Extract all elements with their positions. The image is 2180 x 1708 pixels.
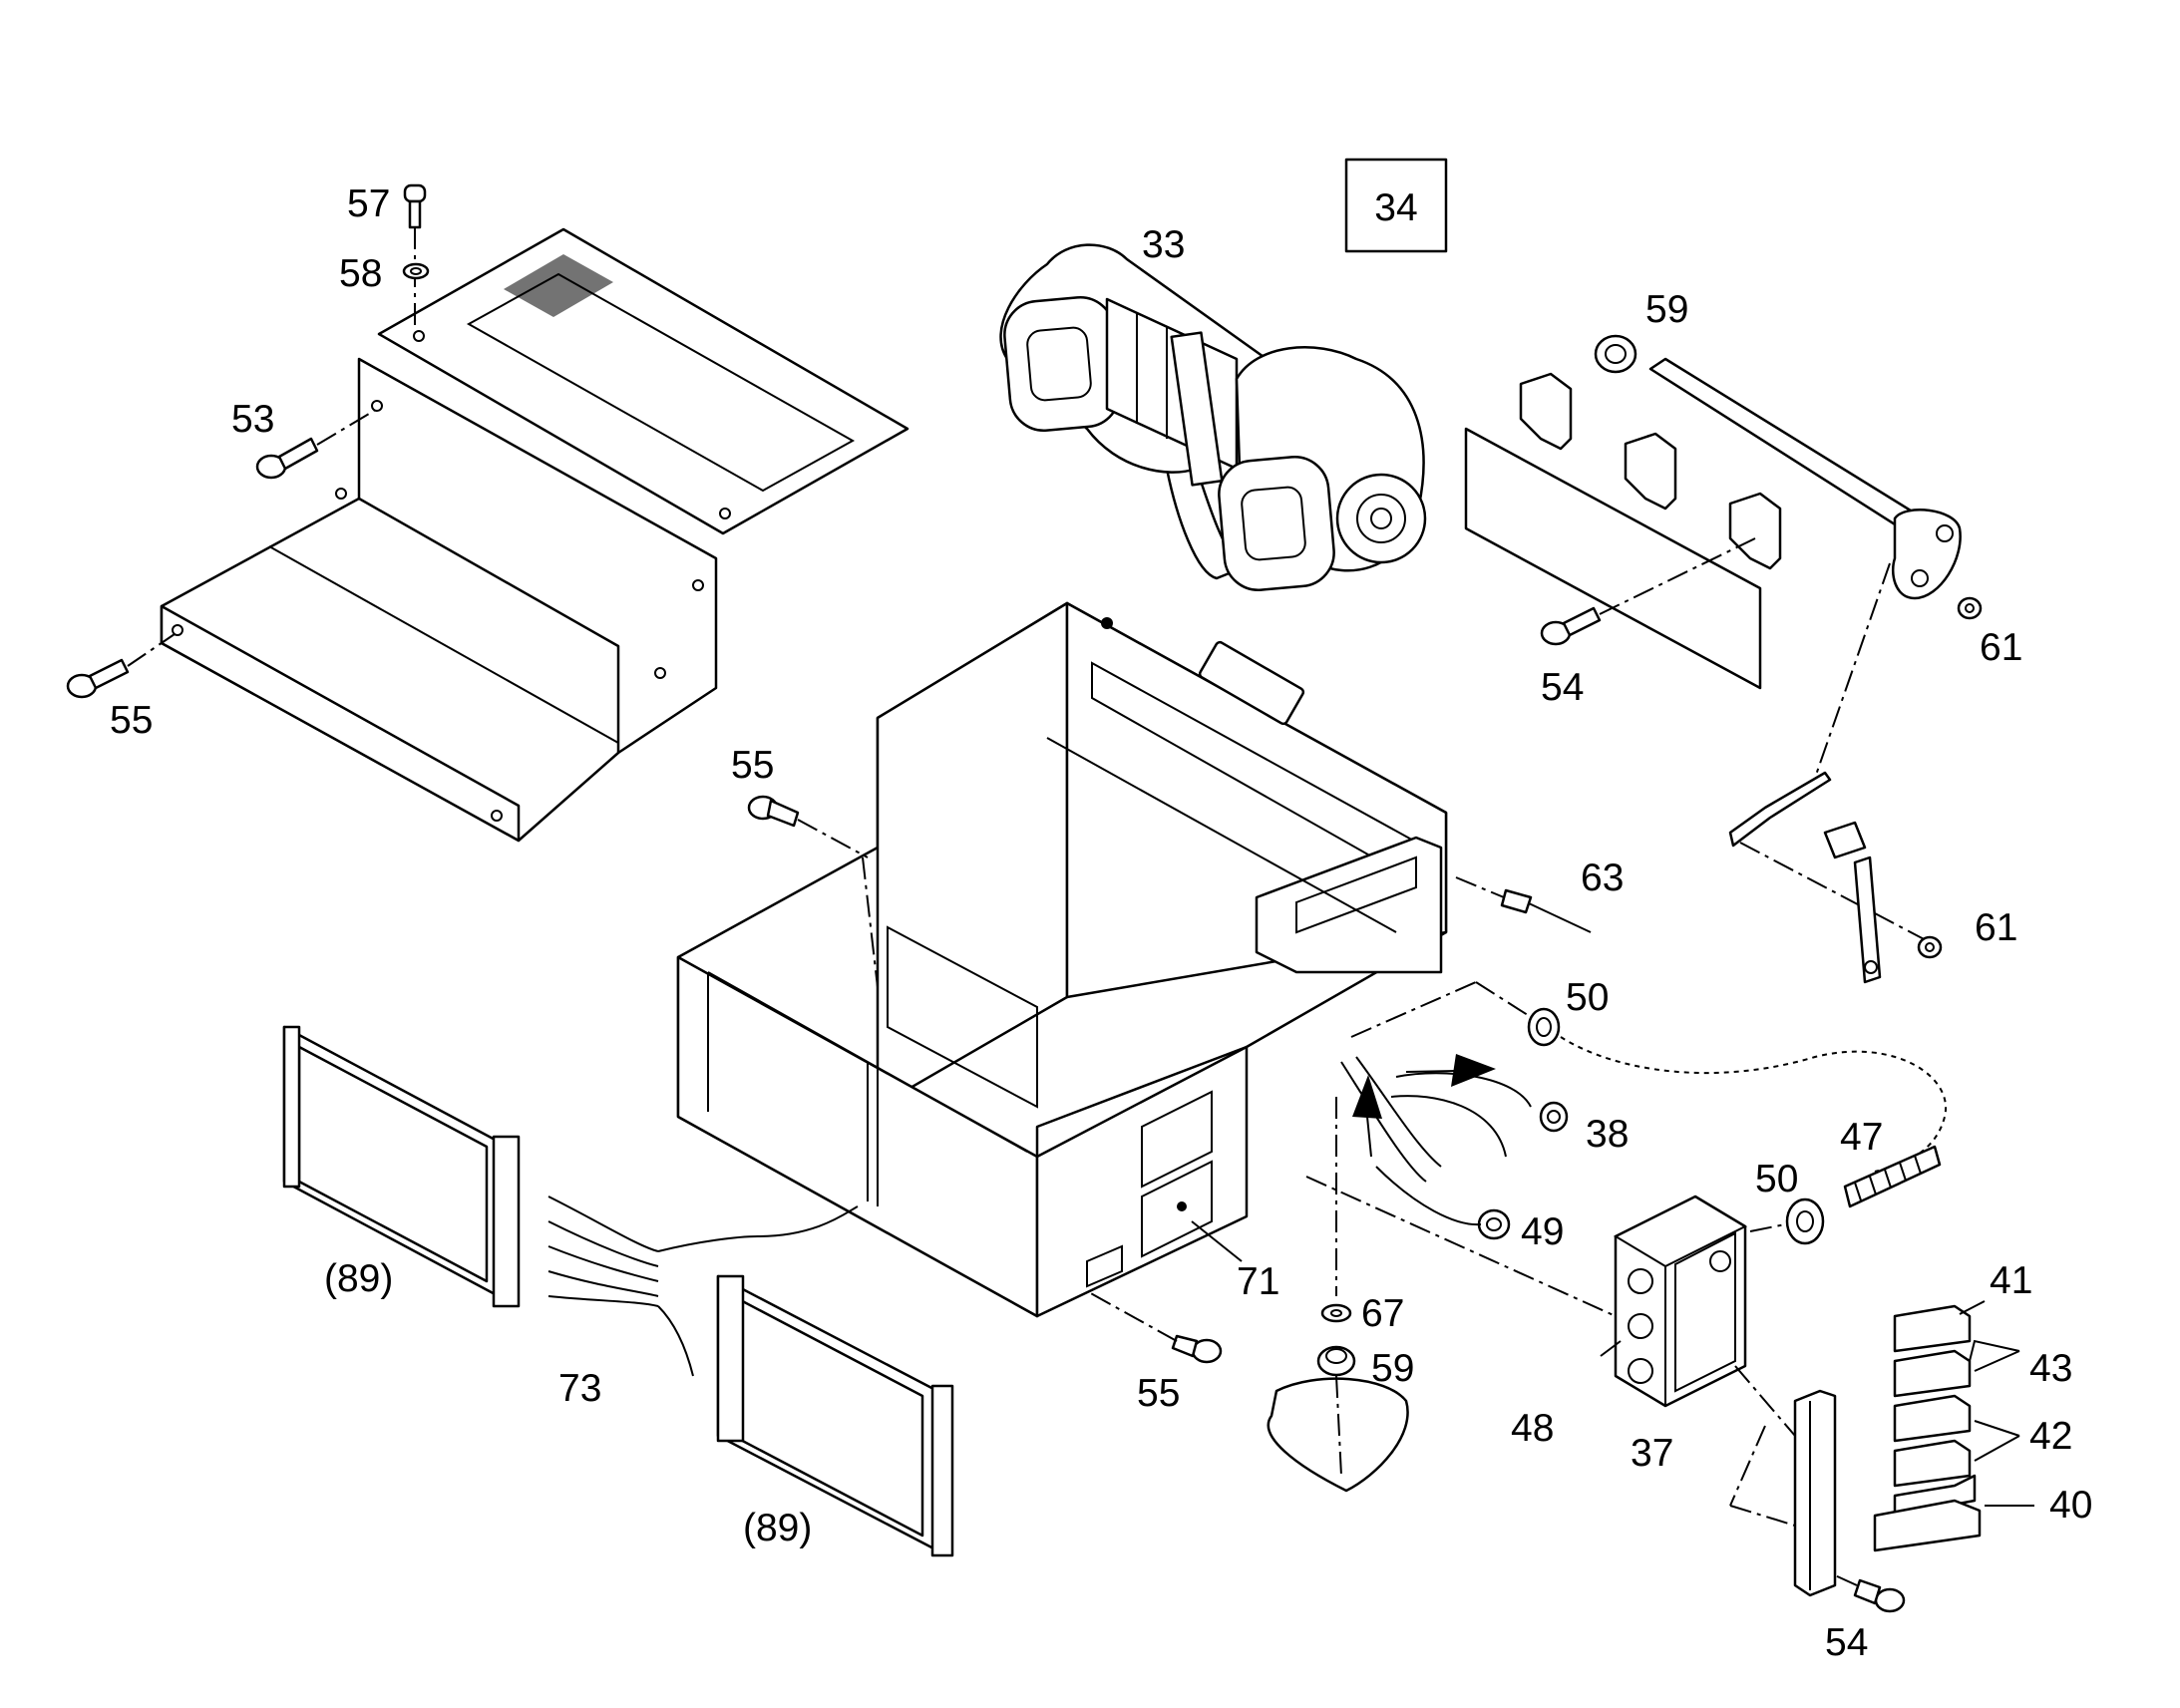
grommet-59-top <box>1594 334 1637 374</box>
label-63: 63 <box>1581 856 1624 899</box>
screw-55-mid <box>747 795 879 988</box>
top-cover-plate <box>377 227 909 535</box>
screw-55-left <box>66 633 176 699</box>
label-38: 38 <box>1586 1113 1629 1156</box>
screw-55-bottom <box>1086 1244 1223 1364</box>
grommet-38 <box>1539 1101 1569 1133</box>
shaft-rod <box>1648 357 1962 600</box>
side-cover-panel <box>160 357 718 843</box>
main-housing <box>676 601 1448 1318</box>
label-41: 41 <box>1990 1259 2032 1302</box>
lever-arm <box>1823 821 1882 984</box>
screw-54-bottom <box>1834 1574 1906 1613</box>
perforation-pattern <box>504 254 613 317</box>
clip-2 <box>1624 432 1677 511</box>
label-71: 71 <box>1237 1260 1279 1303</box>
mounting-bracket-plate <box>1464 372 1782 690</box>
callout-labels: 57 58 53 55 33 59 54 61 55 63 61 50 38 4… <box>110 182 2092 1664</box>
clip-3 <box>1728 492 1782 570</box>
grommet-50-bottom <box>1785 1197 1825 1245</box>
washer-67 <box>1320 1303 1352 1323</box>
blower-assembly-33 <box>999 243 1427 591</box>
wiring-73 <box>547 1196 859 1377</box>
label-61: 61 <box>1975 906 2017 949</box>
terminal-blocks <box>1873 1304 1982 1552</box>
probe-63 <box>1455 876 1592 933</box>
label-50: 50 <box>1755 1158 1798 1200</box>
label-47: 47 <box>1840 1116 1883 1159</box>
nut-61-top <box>1957 596 1983 620</box>
label-89: (89) <box>743 1507 812 1549</box>
label-89: (89) <box>324 1257 393 1300</box>
label-49: 49 <box>1521 1210 1564 1253</box>
linkage-rod <box>1728 771 1832 848</box>
clip-1 <box>1519 372 1573 451</box>
label-59: 59 <box>1645 288 1688 331</box>
wire-harness <box>1340 1054 1532 1226</box>
screw-54-top <box>1540 537 1756 646</box>
label-55: 55 <box>110 699 153 742</box>
grommet-50-top <box>1527 1007 1561 1047</box>
label-59: 59 <box>1371 1347 1414 1390</box>
label-40: 40 <box>2049 1484 2092 1527</box>
label-33: 33 <box>1142 223 1185 266</box>
grommet-49 <box>1477 1208 1511 1240</box>
screw-57 <box>403 183 427 329</box>
washer-58 <box>402 262 430 280</box>
heater-coil-89-left <box>282 1025 521 1308</box>
spring-47 <box>1843 1145 1942 1208</box>
foot-pad <box>1267 1377 1409 1493</box>
heater-coil-89-right <box>716 1274 954 1557</box>
part-box-34: 34 <box>1344 158 1448 253</box>
grommet-59-bottom <box>1316 1345 1356 1377</box>
label-37: 37 <box>1631 1432 1673 1475</box>
label-50: 50 <box>1566 976 1609 1019</box>
label-48: 48 <box>1511 1407 1554 1450</box>
junction-box-37 <box>1613 1195 1748 1408</box>
label-43: 43 <box>2029 1347 2072 1390</box>
label-55: 55 <box>1137 1372 1180 1415</box>
screw-53 <box>255 410 375 480</box>
label-55: 55 <box>731 744 774 787</box>
label-54: 54 <box>1825 1621 1868 1664</box>
label-53: 53 <box>231 398 274 441</box>
label-58: 58 <box>339 252 382 295</box>
label-61: 61 <box>1980 626 2022 669</box>
nut-61-bottom <box>1917 935 1943 959</box>
label-42: 42 <box>2029 1415 2072 1458</box>
label-54: 54 <box>1541 666 1584 709</box>
din-rail <box>1793 1389 1837 1597</box>
label-67: 67 <box>1361 1292 1404 1335</box>
leader-lines <box>1191 1220 2034 1507</box>
label-73: 73 <box>558 1367 601 1410</box>
box-34-label: 34 <box>1374 186 1417 229</box>
label-57: 57 <box>347 182 390 225</box>
